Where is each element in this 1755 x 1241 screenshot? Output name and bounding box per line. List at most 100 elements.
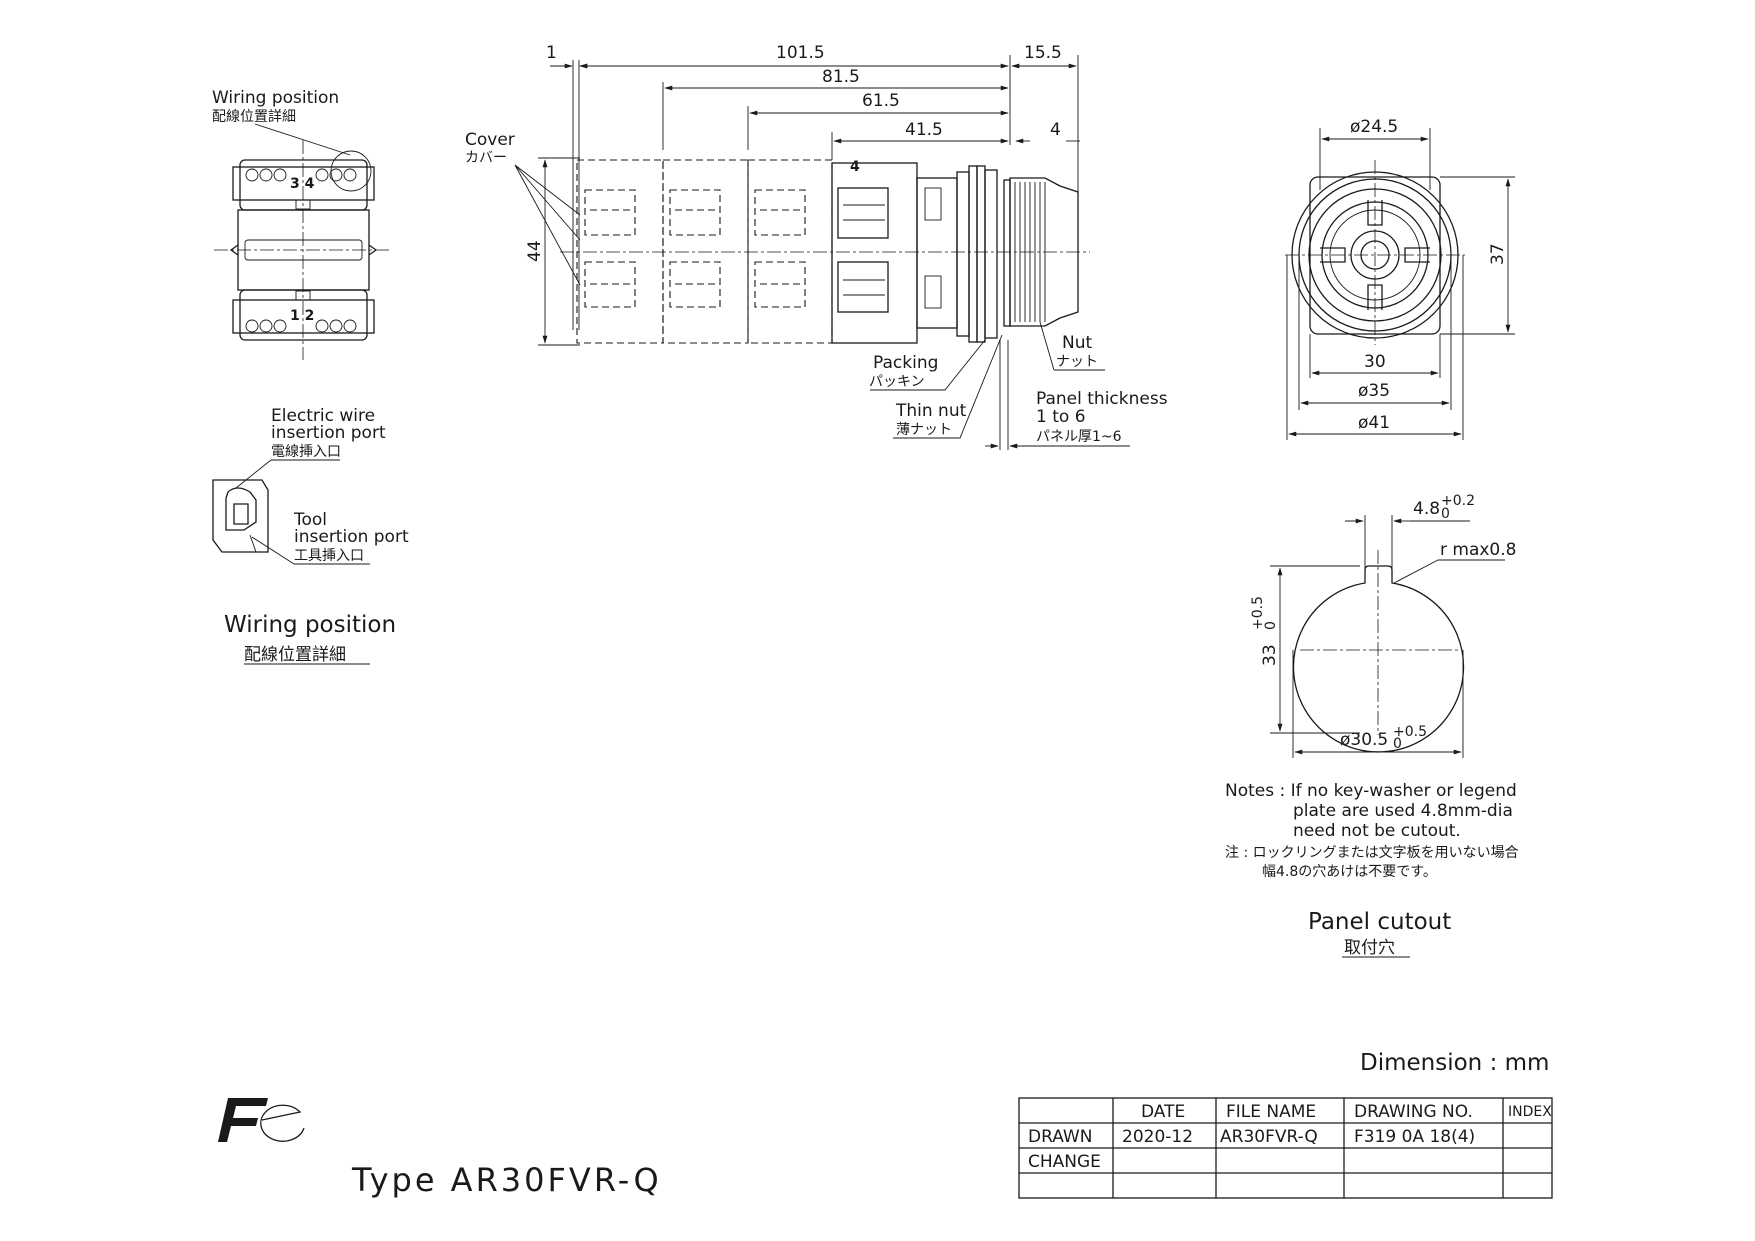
row-drawn-date: 2020-12 bbox=[1122, 1127, 1193, 1147]
cover-leaders bbox=[514, 164, 581, 286]
notes-jp-line-1: 注 : ロックリングまたは文字板を用いない場合 bbox=[1225, 845, 1519, 861]
front-center-lines bbox=[1285, 160, 1465, 345]
electric-wire-port-leader bbox=[235, 459, 340, 489]
solid-module bbox=[560, 162, 1090, 344]
notes-line-2: plate are used 4.8mm-dia bbox=[1293, 801, 1513, 821]
dim-4-8: 4.8 bbox=[1413, 499, 1440, 519]
row-drawn-drawing-no: F319 0A 18(4) bbox=[1354, 1127, 1475, 1147]
dim-ext-44 bbox=[538, 157, 580, 346]
cover-label-en: Cover bbox=[465, 130, 515, 150]
port-detail-drawing bbox=[212, 479, 269, 553]
wiring-title-en: Wiring position bbox=[224, 612, 396, 638]
dim-81-5: 81.5 bbox=[822, 67, 860, 87]
electric-wire-port-label-1: Electric wire bbox=[271, 406, 375, 426]
panel-cutout-title-jp: 取付穴 bbox=[1344, 938, 1395, 958]
nut-label-en: Nut bbox=[1062, 333, 1092, 353]
row-change-label: CHANGE bbox=[1028, 1152, 1101, 1172]
dim-ext-33 bbox=[1270, 565, 1360, 734]
title-table-cols bbox=[1112, 1098, 1504, 1198]
header-date: DATE bbox=[1141, 1102, 1185, 1122]
dim-33-tol-low: 0 bbox=[1263, 621, 1279, 630]
dim-33: 33 bbox=[1260, 644, 1280, 666]
dim-ext-41 bbox=[1286, 255, 1464, 440]
tool-port-label-2: insertion port bbox=[294, 527, 409, 547]
packing-leader bbox=[870, 339, 986, 391]
cutout-center-lines bbox=[1300, 550, 1460, 735]
panel-cutout-title-en: Panel cutout bbox=[1308, 909, 1451, 935]
terminal-label-34: 3 4 bbox=[290, 176, 315, 192]
header-drawing-no: DRAWING NO. bbox=[1354, 1102, 1473, 1122]
dim-1: 1 bbox=[546, 43, 557, 63]
side-view: 1 101.5 15.5 81.5 61.5 41.5 4 44 bbox=[465, 43, 1168, 450]
thin-nut-leader bbox=[893, 334, 1003, 439]
dim-15-5: 15.5 bbox=[1024, 43, 1062, 63]
dim-ext-35 bbox=[1298, 255, 1452, 410]
dim-30: 30 bbox=[1364, 352, 1386, 372]
wiring-detail-leader bbox=[254, 123, 351, 156]
dim-4-8-tol-up: +0.2 bbox=[1441, 493, 1475, 509]
notes-line-1: Notes : If no key-washer or legend bbox=[1225, 781, 1517, 801]
dim-44: 44 bbox=[525, 240, 545, 262]
nut-leader bbox=[1039, 321, 1105, 371]
terminal-label-12: 1 2 bbox=[290, 308, 314, 324]
panel-thickness-label-2: 1 to 6 bbox=[1036, 407, 1086, 427]
front-view: ø24.5 37 30 ø35 ø41 bbox=[1285, 117, 1515, 440]
row-drawn-file-name: AR30FVR-Q bbox=[1220, 1127, 1318, 1147]
r-max-leader bbox=[1393, 559, 1505, 584]
wiring-view: Wiring position 配線位置詳細 3 4 1 2 Electric … bbox=[212, 88, 409, 665]
dim-37: 37 bbox=[1488, 243, 1508, 265]
module-block-label: 4 bbox=[850, 159, 860, 175]
thin-nut-label-jp: 薄ナット bbox=[896, 422, 952, 438]
dim-30-5-tol-up: +0.5 bbox=[1393, 724, 1427, 740]
header-index: INDEX bbox=[1508, 1104, 1552, 1120]
wiring-detail-circle bbox=[330, 150, 372, 192]
type-label: Type AR30FVR-Q bbox=[351, 1161, 662, 1199]
dim-41-5: 41.5 bbox=[905, 120, 943, 140]
notes-line-3: need not be cutout. bbox=[1293, 821, 1461, 841]
title-block: Dimension : mm Type AR30FVR-Q DATE FILE … bbox=[218, 1050, 1553, 1199]
dim-61-5: 61.5 bbox=[862, 91, 900, 111]
panel-thickness-label-jp: パネル厚1~6 bbox=[1036, 429, 1122, 445]
title-table-rows bbox=[1019, 1122, 1552, 1174]
thin-nut-label-en: Thin nut bbox=[895, 401, 967, 421]
cutout-outline bbox=[1292, 565, 1465, 753]
header-file-name: FILE NAME bbox=[1226, 1102, 1316, 1122]
tool-port-leader bbox=[251, 536, 370, 565]
wiring-title-jp: 配線位置詳細 bbox=[244, 645, 346, 665]
dim-ext-30-5 bbox=[1292, 650, 1464, 758]
wiring-detail-label-en: Wiring position bbox=[212, 88, 339, 108]
tool-port-label-1: Tool bbox=[293, 510, 327, 530]
dimension-unit: Dimension : mm bbox=[1360, 1050, 1549, 1076]
electric-wire-port-label-jp: 電線挿入口 bbox=[271, 444, 341, 460]
dim-30-5: ø30.5 bbox=[1340, 730, 1388, 750]
cover-label-jp: カバー bbox=[465, 150, 507, 166]
wiring-body bbox=[214, 140, 392, 360]
electric-wire-port-label-2: insertion port bbox=[271, 423, 386, 443]
dim-24-5: ø24.5 bbox=[1350, 117, 1398, 137]
tool-port-label-jp: 工具挿入口 bbox=[294, 548, 364, 564]
dim-41: ø41 bbox=[1358, 413, 1390, 433]
notes-jp-line-2: 幅4.8の穴あけは不要です。 bbox=[1262, 864, 1437, 880]
dim-ext-37 bbox=[1440, 176, 1515, 335]
dim-ext-30 bbox=[1309, 334, 1441, 378]
dim-30-5-tol-low: 0 bbox=[1393, 736, 1402, 752]
nut-label-jp: ナット bbox=[1056, 354, 1098, 370]
dim-ext-24-5 bbox=[1319, 128, 1431, 190]
panel-thickness-label-1: Panel thickness bbox=[1036, 389, 1168, 409]
dim-33-tol-up: +0.5 bbox=[1250, 596, 1266, 630]
panel-cutout: 4.8 +0.2 0 r max0.8 33 +0.5 0 ø30.5 +0.5… bbox=[1225, 493, 1519, 958]
dim-101-5: 101.5 bbox=[776, 43, 825, 63]
panel-thickness-ext bbox=[999, 340, 1009, 450]
dim-ext-left bbox=[572, 60, 580, 330]
dim-4: 4 bbox=[1050, 120, 1061, 140]
row-drawn-label: DRAWN bbox=[1028, 1127, 1092, 1147]
dim-ext-right bbox=[1009, 55, 1079, 200]
dim-35: ø35 bbox=[1358, 381, 1390, 401]
fe-logo-icon bbox=[218, 1098, 305, 1142]
wiring-detail-label-jp: 配線位置詳細 bbox=[212, 109, 296, 125]
r-max-label: r max0.8 bbox=[1440, 540, 1516, 560]
dashed-modules bbox=[576, 159, 833, 344]
packing-label-jp: パッキン bbox=[869, 374, 925, 390]
dim-ext-4-8 bbox=[1364, 515, 1393, 580]
packing-label-en: Packing bbox=[873, 353, 938, 373]
